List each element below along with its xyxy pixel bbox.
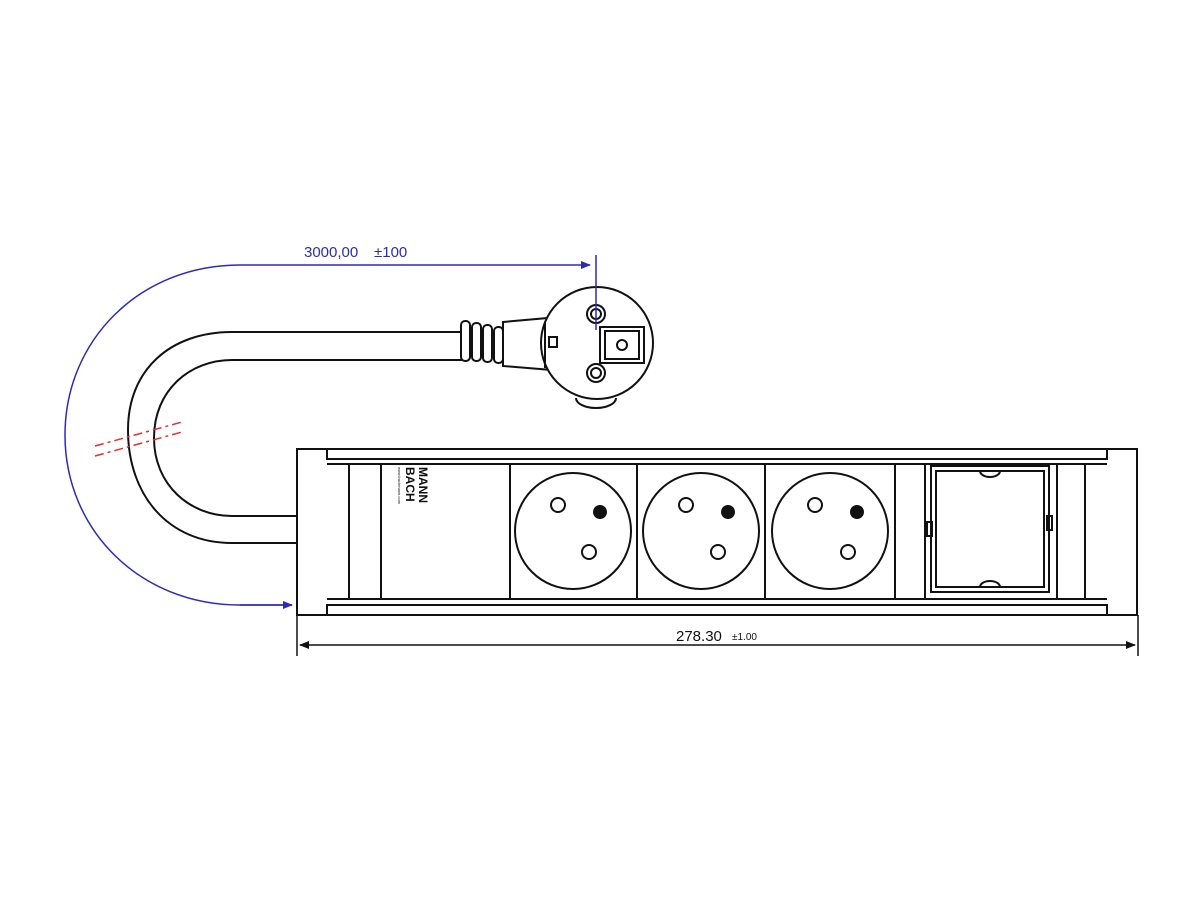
french-socket-1 bbox=[514, 472, 632, 590]
strip-length-value: 278.30 bbox=[676, 628, 722, 645]
schuko-plug bbox=[460, 286, 654, 409]
power-cable bbox=[126, 331, 462, 544]
strip-length-tolerance: ±1.00 bbox=[732, 632, 757, 643]
cable-break-marks bbox=[94, 421, 183, 457]
brand-logo-line2: MANN bbox=[416, 467, 430, 503]
brand-logo-line1: BACH bbox=[403, 467, 417, 502]
blank-insert bbox=[926, 464, 1058, 599]
module-frames bbox=[348, 464, 1086, 599]
strip-length-dimension bbox=[296, 615, 1139, 656]
cable-length-dimension bbox=[64, 255, 597, 609]
french-socket-3 bbox=[771, 472, 889, 590]
french-socket-2 bbox=[642, 472, 760, 590]
cable-length-value: 3000,00 bbox=[304, 244, 358, 261]
brand-panel: BACH MANN www.bachmann.com bbox=[397, 467, 430, 505]
cable-length-tolerance: ±100 bbox=[374, 244, 407, 261]
brand-website: www.bachmann.com bbox=[397, 467, 402, 505]
